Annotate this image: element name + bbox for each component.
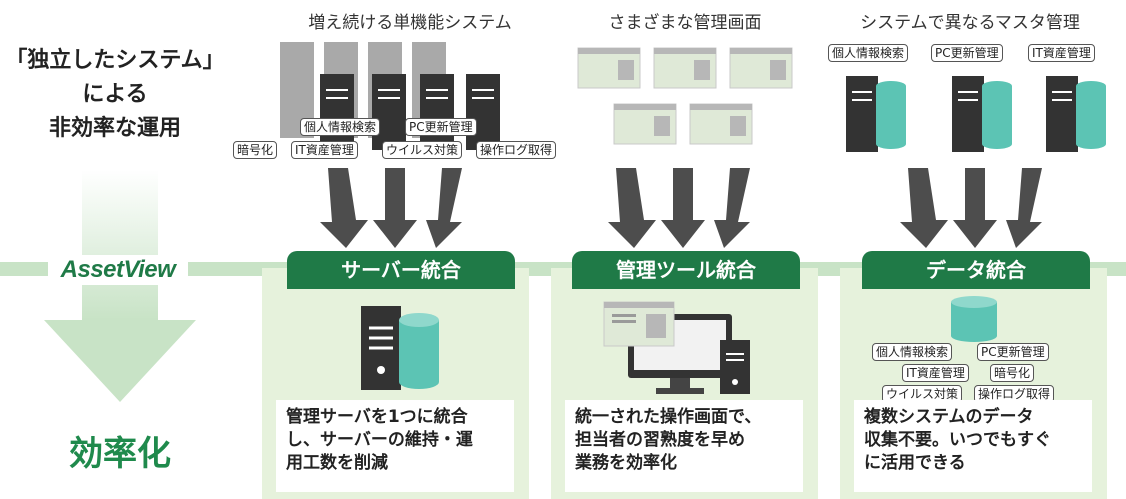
- tag-personal-info-search: 個人情報検索: [300, 118, 381, 136]
- tag-it-asset-management: IT資産管理: [291, 141, 358, 159]
- column-1-heading: 増え続ける単機能システム: [308, 13, 512, 33]
- arrows-column-3-icon: [900, 168, 1042, 248]
- result-tag-antivirus: ウイルス対策: [882, 385, 963, 403]
- assetview-logo: AssetView: [48, 255, 188, 285]
- problem-title-line-3: 非効率な運用: [48, 116, 181, 141]
- management-screens-icon: [577, 47, 793, 145]
- result-tag-it-asset-management: IT資産管理: [902, 364, 969, 382]
- down-arrow-icon: [44, 170, 196, 402]
- result-tag-encryption: 暗号化: [990, 364, 1035, 382]
- integrated-monitor-icon: [603, 301, 750, 394]
- description-line: し、サーバーの維持・運: [286, 430, 473, 450]
- tag-master-it-asset-management: IT資産管理: [1028, 44, 1095, 62]
- description-line: 用工数を削減: [286, 453, 388, 473]
- tag-antivirus: ウイルス対策: [382, 141, 463, 159]
- description-line: 業務を効率化: [575, 453, 677, 473]
- data-integration-ribbon: データ統合: [862, 251, 1090, 289]
- arrows-column-1-icon: [320, 168, 462, 248]
- integrated-database-icon: [951, 296, 997, 342]
- description-line: 管理サーバを1つに統合: [286, 407, 468, 427]
- data-integration-description: 複数システムのデータ 収集不要。いつでもすぐ に活用できる: [854, 400, 1092, 492]
- tag-operation-log: 操作ログ取得: [476, 141, 557, 159]
- separate-databases-icon: [846, 76, 1106, 152]
- problem-title: 「独立したシステム」 による 非効率な運用: [0, 44, 230, 146]
- problem-title-line-2: による: [82, 82, 148, 107]
- result-tag-personal-info-search: 個人情報検索: [872, 343, 953, 361]
- column-3-heading: システムで異なるマスタ管理: [860, 13, 1080, 33]
- problem-title-line-1: 「独立したシステム」: [5, 48, 225, 73]
- column-2-heading: さまざまな管理画面: [608, 13, 762, 33]
- description-line: 収集不要。いつでもすぐ: [864, 430, 1051, 450]
- tool-integration-description: 統一された操作画面で、 担当者の習熟度を早め 業務を効率化: [565, 400, 803, 492]
- tag-master-personal-info-search: 個人情報検索: [828, 44, 909, 62]
- efficiency-label: 効率化: [69, 434, 171, 474]
- integrated-server-icon: [361, 306, 439, 390]
- description-line: 担当者の習熟度を早め: [575, 430, 745, 450]
- server-integration-ribbon: サーバー統合: [287, 251, 515, 289]
- description-line: 統一された操作画面で、: [575, 407, 762, 427]
- arrows-column-2-icon: [608, 168, 750, 248]
- tag-master-pc-update-management: PC更新管理: [931, 44, 1003, 62]
- tag-pc-update-management: PC更新管理: [405, 118, 477, 136]
- result-tag-pc-update-management: PC更新管理: [977, 343, 1049, 361]
- server-integration-description: 管理サーバを1つに統合 し、サーバーの維持・運 用工数を削減: [276, 400, 514, 492]
- description-line: 複数システムのデータ: [864, 407, 1034, 427]
- tag-encryption: 暗号化: [233, 141, 278, 159]
- tool-integration-ribbon: 管理ツール統合: [572, 251, 800, 289]
- description-line: に活用できる: [864, 453, 966, 473]
